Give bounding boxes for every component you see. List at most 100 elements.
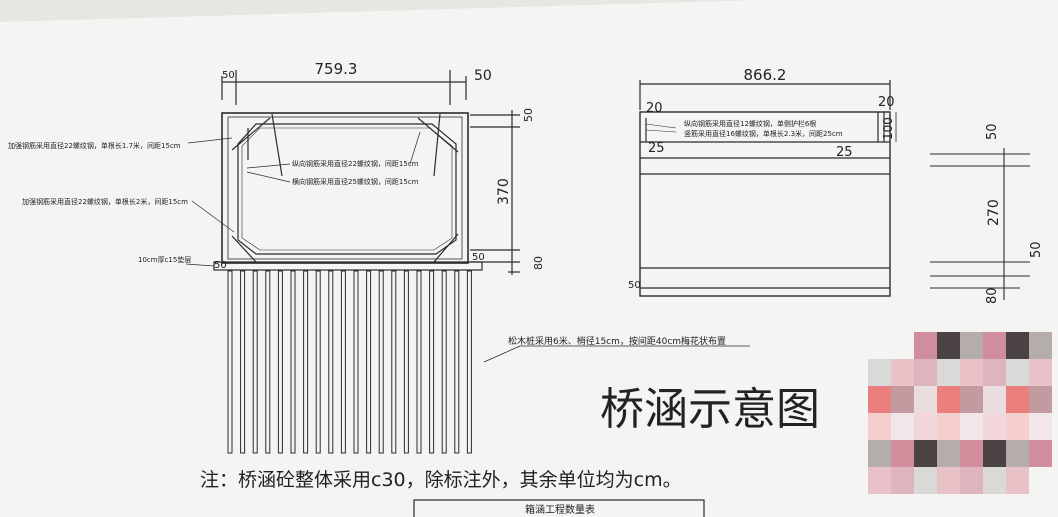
pile [240, 270, 246, 454]
mosaic-cell [868, 440, 891, 467]
pile [315, 270, 321, 454]
label-cushion: 10cm厚c15垫层 [138, 255, 191, 264]
label-rebar-top: 加强钢筋采用直径22螺纹钢，单根长1.7米，间距15cm [8, 141, 181, 150]
mosaic-cell [914, 332, 937, 359]
mosaic-cell [1006, 386, 1029, 413]
mosaic-cell [914, 413, 937, 440]
mosaic-cell [937, 467, 960, 494]
pile-leader [483, 345, 521, 363]
dim-bedding-left-label: 50 [214, 260, 227, 271]
rd-dim-50-bottom: 50 [1029, 241, 1044, 258]
rs-dim-25-mid: 25 [836, 145, 853, 160]
pile [466, 270, 472, 454]
mosaic-cell [1006, 359, 1029, 386]
label-trans-rebar: 横向钢筋采用直径25螺纹钢，间距15cm [292, 177, 419, 186]
mosaic-cell [914, 440, 937, 467]
dim-height-label: 370 [496, 178, 512, 205]
rs-dim-25-left: 25 [648, 141, 665, 156]
mosaic-cell [960, 359, 983, 386]
drawing-note: 注：桥涵砼整体采用c30，除标注外，其余单位均为cm。 [200, 469, 682, 491]
dim-bottom-label: 50 [472, 252, 485, 263]
dim-top-label: 50 [522, 108, 535, 122]
pile [227, 270, 233, 454]
mosaic-cell [868, 467, 891, 494]
quantity-table-title: 箱涵工程数量表 [525, 503, 595, 516]
mosaic-cell [1006, 440, 1029, 467]
mosaic-cell [983, 440, 1006, 467]
mosaic-cell [983, 413, 1006, 440]
mosaic-cell [891, 386, 914, 413]
pile [416, 270, 422, 454]
mosaic-cell [1029, 413, 1052, 440]
dim-left-wall-label: 50 [222, 70, 235, 81]
rs-label-long-rebar: 纵向钢筋采用直径12螺纹钢，单侧护栏6根 [684, 119, 816, 128]
dim-right-wall-label: 50 [474, 68, 492, 84]
rd-dim-80: 80 [985, 287, 1000, 304]
mosaic-cell [960, 386, 983, 413]
mosaic-cell [983, 359, 1006, 386]
mosaic-cell [983, 467, 1006, 494]
dim-width-label: 759.3 [315, 60, 358, 78]
mosaic-cell [1029, 332, 1052, 359]
rs-dim-width-label: 866.2 [744, 66, 787, 84]
pile [366, 270, 372, 454]
pile [340, 270, 346, 454]
redaction-mosaic [868, 332, 1052, 494]
label-rebar-bottom: 加强钢筋采用直径22螺纹钢，单根长2米，间距15cm [22, 197, 188, 206]
timber-piles [227, 270, 472, 454]
quantity-table-frame [413, 499, 705, 517]
pile [441, 270, 447, 454]
pile [391, 270, 397, 454]
mosaic-cell [868, 413, 891, 440]
mosaic-cell [960, 467, 983, 494]
mosaic-cell [1029, 386, 1052, 413]
rs-dim-100: 100 [881, 117, 895, 140]
mosaic-cell [914, 359, 937, 386]
mosaic-cell [983, 386, 1006, 413]
mosaic-cell [891, 440, 914, 467]
right-section [639, 80, 897, 297]
mosaic-cell [937, 440, 960, 467]
rd-dim-50-top: 50 [985, 123, 1000, 140]
pile [303, 270, 309, 454]
pile [403, 270, 409, 454]
pile [353, 270, 359, 454]
rs-dim-50-bottom: 50 [628, 280, 641, 291]
pile [328, 270, 334, 454]
drawing-title: 桥涵示意图 [600, 384, 820, 435]
pile [277, 270, 283, 454]
mosaic-cell [1029, 359, 1052, 386]
right-dims [930, 148, 1030, 300]
pile [290, 270, 296, 454]
dim-bedding-label: 80 [532, 256, 545, 270]
mosaic-cell [937, 386, 960, 413]
pile [252, 270, 258, 454]
rs-label-vert-rebar: 竖筋采用直径16螺纹钢，单根长2.3米，间距25cm [684, 129, 843, 138]
mosaic-cell [914, 386, 937, 413]
rs-dim-20-left: 20 [646, 101, 663, 116]
pile [378, 270, 384, 454]
left-section [185, 70, 520, 275]
mosaic-cell [937, 359, 960, 386]
pile [429, 270, 435, 454]
mosaic-cell [960, 413, 983, 440]
mosaic-cell [891, 413, 914, 440]
label-piles: 松木桩采用6米、梢径15cm，按间距40cm梅花状布置 [508, 335, 726, 347]
mosaic-cell [983, 332, 1006, 359]
mosaic-cell [960, 332, 983, 359]
mosaic-cell [868, 359, 891, 386]
mosaic-cell [960, 440, 983, 467]
rd-dim-270: 270 [986, 199, 1002, 226]
mosaic-cell [868, 386, 891, 413]
mosaic-cell [1006, 413, 1029, 440]
mosaic-cell [891, 359, 914, 386]
pile [265, 270, 271, 454]
mosaic-cell [937, 332, 960, 359]
mosaic-cell [1006, 467, 1029, 494]
mosaic-cell [891, 467, 914, 494]
mosaic-cell [914, 467, 937, 494]
label-long-rebar: 纵向钢筋采用直径22螺纹钢，间距15cm [292, 159, 419, 168]
